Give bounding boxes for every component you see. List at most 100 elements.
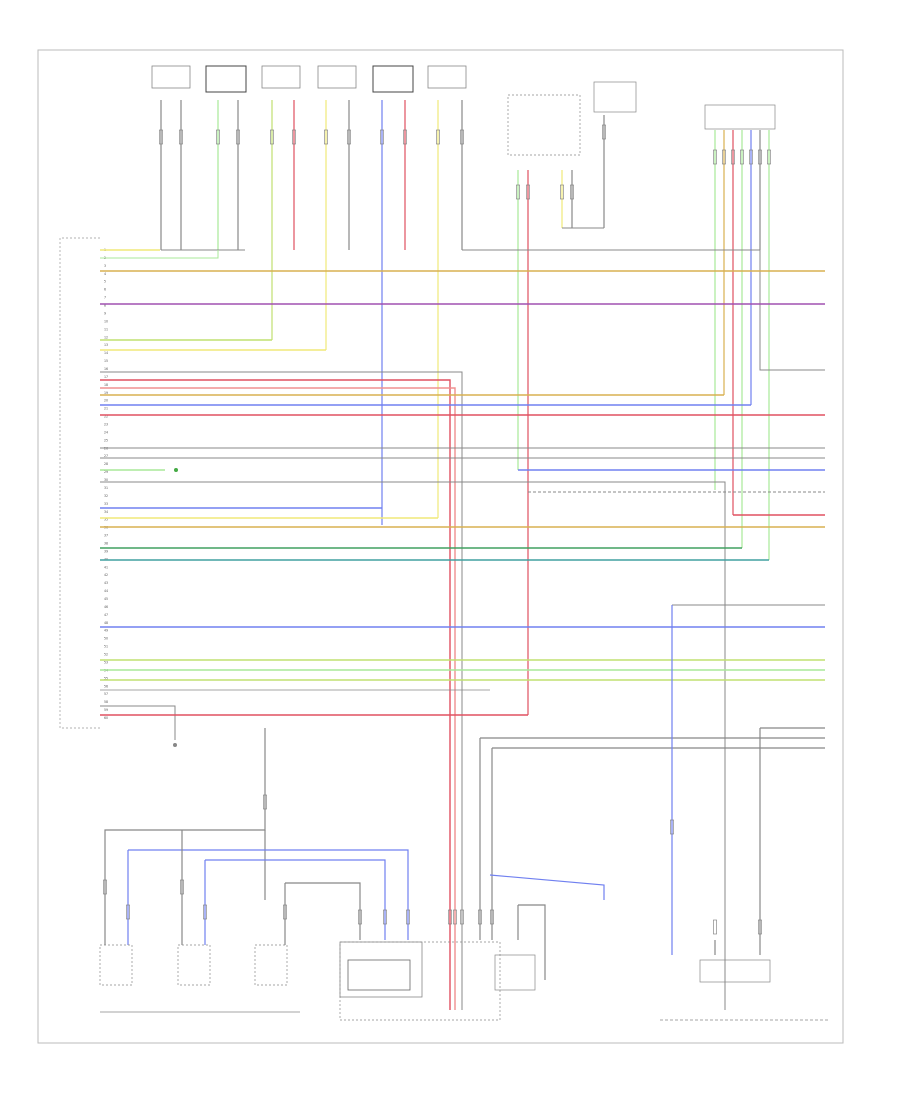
terminal-stub (758, 149, 762, 165)
speed-sensor-box (699, 959, 771, 983)
ecm-pin-label: 50 (104, 637, 108, 641)
terminal-stub (403, 129, 407, 145)
terminal-stub (460, 909, 464, 925)
terminal-stub (453, 909, 457, 925)
ecm-pin-label: 15 (104, 359, 108, 363)
top-jumpers (100, 227, 825, 371)
terminal-stub (263, 794, 267, 810)
relay-box-2 (205, 65, 247, 93)
terminal-stub (380, 129, 384, 145)
terminal-stub (270, 129, 274, 145)
ecm-pin-label: 19 (104, 391, 108, 395)
ecm-pin-label: 25 (104, 438, 108, 442)
ecm-pin-label: 9 (104, 311, 106, 315)
terminal-stub (358, 909, 362, 925)
terminal-stub (460, 129, 464, 145)
ecm-pin-label: 8 (104, 304, 106, 308)
terminal-stub (324, 129, 328, 145)
ecm-pin-label: 28 (104, 462, 108, 466)
terminal-stub (406, 909, 410, 925)
ecm-pin-label: 3 (104, 264, 106, 268)
ecm-pin-label: 24 (104, 430, 108, 434)
relay-box-6 (427, 65, 467, 89)
ecm-pin-labels: 1234567891011121314151617181920212223242… (104, 248, 108, 720)
terminal-stub (731, 149, 735, 165)
terminal-stub (236, 129, 240, 145)
ecm-pin-label: 7 (104, 296, 106, 300)
bottom-components (99, 468, 830, 1021)
connector-block-right (704, 104, 776, 130)
ecm-pin-label: 49 (104, 629, 108, 633)
ecm-pin-label: 10 (104, 319, 108, 323)
lower-wires (104, 605, 825, 980)
sensor-1 (99, 944, 133, 986)
ecm-pin-label: 12 (104, 335, 108, 339)
terminal-stub (670, 819, 674, 835)
range-switch (494, 954, 536, 991)
ecm-pin-label: 57 (104, 692, 108, 696)
terminal-stub (713, 919, 717, 935)
terminal-stub (602, 124, 606, 140)
relay-box-4 (317, 65, 357, 89)
ecm-pin-label: 39 (104, 549, 108, 553)
horizontal-wires (100, 249, 825, 1010)
ecm-pin-label: 32 (104, 494, 108, 498)
ecm-pin-label: 53 (104, 660, 108, 664)
terminal-stub (767, 149, 771, 165)
terminal-stub (283, 904, 287, 920)
relay-box-3 (261, 65, 301, 89)
terminal-stub (478, 909, 482, 925)
terminal-stubs (103, 124, 771, 935)
diagram-frame (37, 49, 844, 1044)
ecm-pin-label: 37 (104, 534, 108, 538)
ecm-pin-label: 30 (104, 478, 108, 482)
ecm-pin-label: 27 (104, 454, 108, 458)
terminal-stub (347, 129, 351, 145)
relay-box-1 (151, 65, 191, 89)
top-components (151, 65, 776, 156)
ecm-pin-label: 13 (104, 343, 108, 347)
ecm-pin-label: 21 (104, 407, 108, 411)
ecm-pin-label: 45 (104, 597, 108, 601)
ecm-pin-label: 5 (104, 280, 106, 284)
ecm-pin-label: 47 (104, 613, 108, 617)
terminal-stub (103, 879, 107, 895)
ecm-pin-label: 17 (104, 375, 108, 379)
ecm-pin-label: 6 (104, 288, 106, 292)
terminal-stub (436, 129, 440, 145)
terminal-stub (203, 904, 207, 920)
terminal-stub (749, 149, 753, 165)
ecm-pin-label: 14 (104, 351, 108, 355)
ecm-pin-label: 46 (104, 605, 108, 609)
ecm-pin-label: 52 (104, 653, 108, 657)
ecm-pin-label: 43 (104, 581, 108, 585)
terminal-stub (758, 919, 762, 935)
ecm-pin-label: 34 (104, 510, 108, 514)
ecm-pin-label: 55 (104, 676, 108, 680)
ecm-pin-label: 51 (104, 645, 108, 649)
ecm-connector: 1234567891011121314151617181920212223242… (59, 237, 108, 729)
ecm-pin-label: 42 (104, 573, 108, 577)
terminal-stub (159, 129, 163, 145)
terminal-stub (179, 129, 183, 145)
terminal-stub (526, 184, 530, 200)
ecm-pin-label: 16 (104, 367, 108, 371)
ecm-pin-label: 59 (104, 708, 108, 712)
terminal-stub (292, 129, 296, 145)
sensor-2 (177, 944, 211, 986)
ecm-pin-label: 29 (104, 470, 108, 474)
terminal-stub (490, 909, 494, 925)
ecm-pin-label: 4 (104, 272, 106, 276)
ecm-pin-label: 60 (104, 716, 108, 720)
terminal-stub (713, 149, 717, 165)
ecm-pin-label: 38 (104, 541, 108, 545)
terminal-stub (570, 184, 574, 200)
relay-box-5 (372, 65, 414, 93)
sensor-3 (254, 944, 288, 986)
ecm-pin-label: 22 (104, 415, 108, 419)
sensor-box (593, 81, 637, 113)
ecm-pin-label: 11 (104, 327, 108, 331)
transmission-switch (347, 959, 411, 991)
ecm-pin-label: 18 (104, 383, 108, 387)
